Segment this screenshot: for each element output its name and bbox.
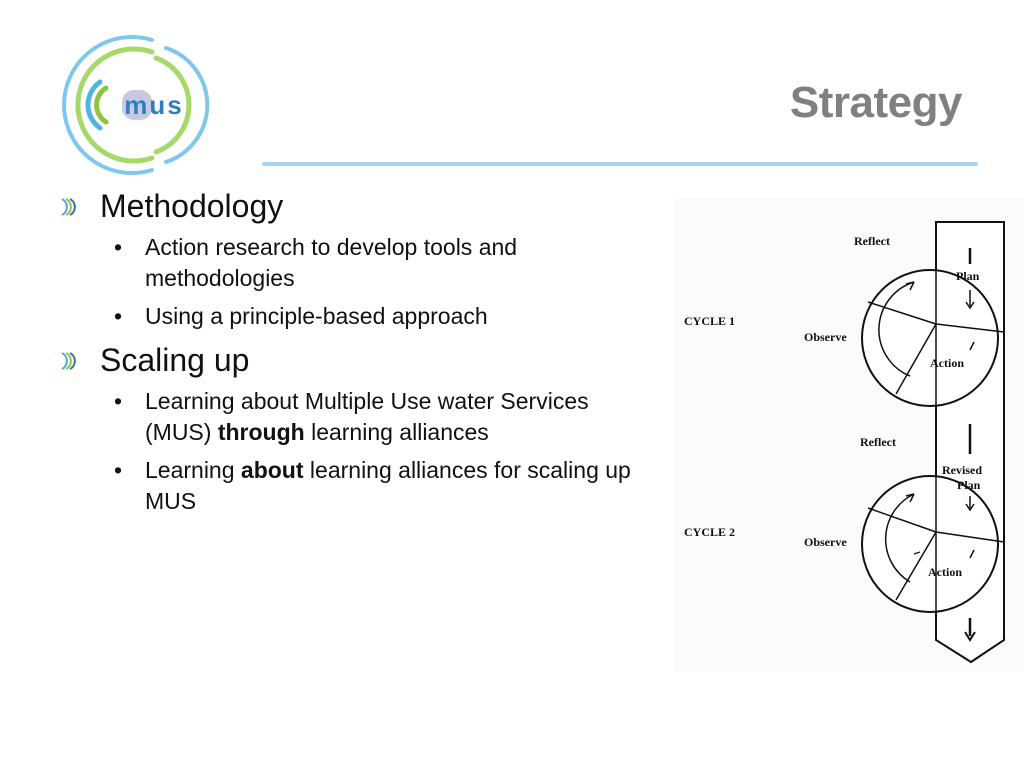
section-heading: Methodology xyxy=(100,188,284,224)
bullet-item: • Action research to develop tools and me… xyxy=(112,232,660,294)
cycle2-label: CYCLE 2 xyxy=(684,525,735,539)
bullet-dot-icon: • xyxy=(114,388,123,414)
bullet-dot-icon: • xyxy=(114,234,123,260)
section-heading: Scaling up xyxy=(100,342,250,378)
section-heading-row: Scaling up xyxy=(60,340,660,380)
section-heading-row: Methodology xyxy=(60,186,660,226)
bullet-text: learning alliances for scaling up MUS xyxy=(145,457,631,514)
cycle1-reflect: Reflect xyxy=(854,234,890,248)
bullet-dot-icon: • xyxy=(114,457,123,483)
cycle1-label: CYCLE 1 xyxy=(684,314,735,328)
cycle1-plan: Plan xyxy=(956,269,980,283)
cycle1-action: Action xyxy=(930,356,964,370)
bullet-text: Learning xyxy=(145,457,241,483)
bullet-item: • Learning about learning alliances for s… xyxy=(112,455,660,517)
cycle2-reflect: Reflect xyxy=(860,435,896,449)
cycle2-observe: Observe xyxy=(804,535,847,549)
arc-bullet-icon xyxy=(61,198,76,216)
cycle1-circle xyxy=(861,269,999,407)
bullet-list: • Action research to develop tools and me… xyxy=(60,232,660,332)
slide-title: Strategy xyxy=(789,78,963,127)
section: Scaling up • Learning about Multiple Use w… xyxy=(60,340,660,517)
bullet-text: Action research to develop tools and met… xyxy=(145,234,518,291)
cycle2-circle xyxy=(861,475,999,613)
bullet-item: • Learning about Multiple Use water Servi… xyxy=(112,386,660,448)
bullet-list: • Learning about Multiple Use water Servi… xyxy=(60,386,660,517)
slide-content: Methodology • Action research to develop t… xyxy=(60,186,660,525)
cycle2-plan-line1: Revised xyxy=(942,463,982,477)
bullet-text: Using a principle-based approach xyxy=(145,303,488,329)
cycle2-plan-line2: Plan xyxy=(957,478,981,492)
bullet-text: Learning about Multiple Use water Servic… xyxy=(145,388,589,445)
logo-text: mus xyxy=(124,90,183,120)
bullet-item: • Using a principle-based approach xyxy=(112,301,660,332)
cycle1-observe: Observe xyxy=(804,330,847,344)
emphasis-text: about xyxy=(240,457,304,483)
bullet-text: learning alliances xyxy=(304,419,489,445)
section: Methodology • Action research to develop t… xyxy=(60,186,660,332)
title-divider xyxy=(262,162,978,166)
emphasis-text: through xyxy=(217,419,305,445)
bullet-dot-icon: • xyxy=(114,303,123,329)
cycle2-action: Action xyxy=(928,565,962,579)
action-research-cycle-diagram: CYCLE 1 Reflect Plan Observe Action CYCL… xyxy=(674,198,1024,672)
arc-bullet-icon xyxy=(61,352,76,370)
cmus-logo: mus xyxy=(62,35,210,175)
